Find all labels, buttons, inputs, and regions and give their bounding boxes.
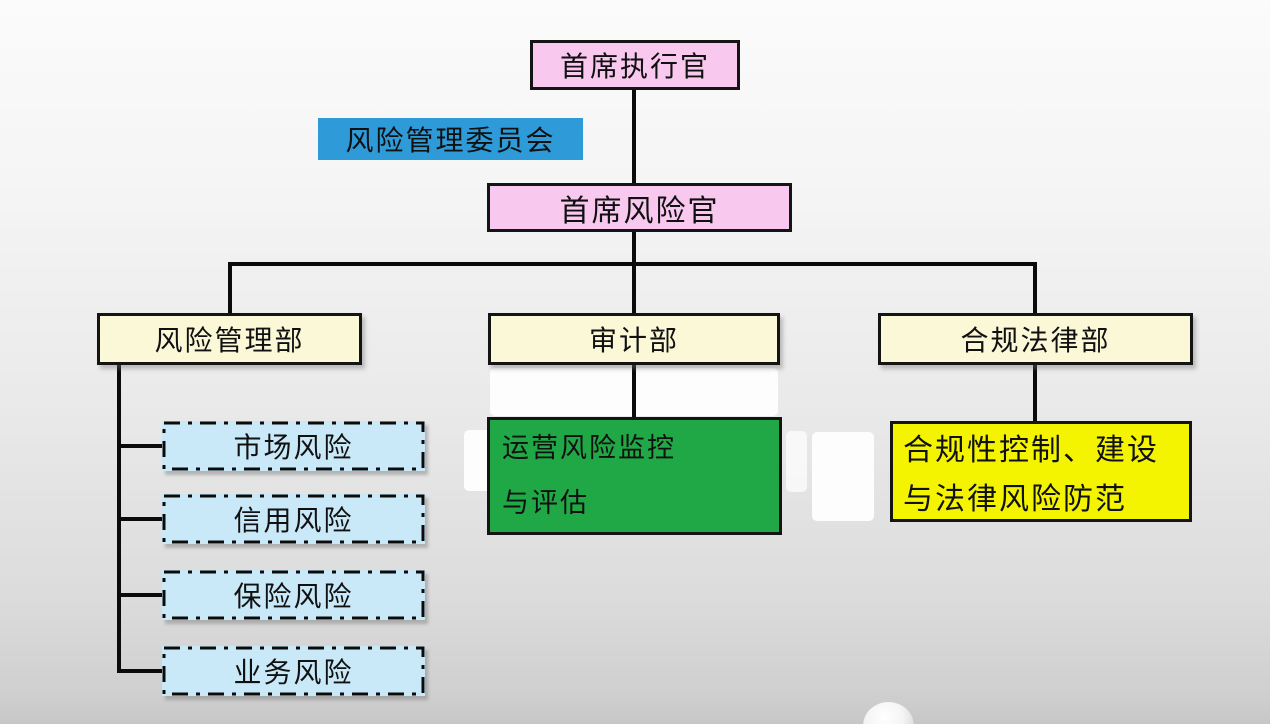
node-ceo-label: 首席执行官 <box>559 51 710 82</box>
node-audit-dept[interactable]: 审计部 <box>488 313 780 365</box>
connector-legal-child <box>1033 363 1037 423</box>
connector-cro-down <box>632 230 636 266</box>
node-market-risk[interactable]: 市场风险 <box>162 421 425 471</box>
background-artifact <box>786 431 807 492</box>
node-cro-label: 首席风险官 <box>559 194 720 228</box>
node-compliance-control[interactable]: 合规性控制、建设 与法律风险防范 <box>890 421 1192 522</box>
node-legal-dept[interactable]: 合规法律部 <box>878 313 1193 365</box>
dash-dot-border <box>162 646 425 696</box>
connector-drop-left <box>228 262 232 315</box>
node-compliance-control-line1: 合规性控制、建设 <box>903 434 1159 467</box>
node-credit-risk-label: 信用风险 <box>233 505 354 536</box>
node-ops-monitoring[interactable]: 运营风险监控 与评估 <box>487 417 782 535</box>
node-ceo[interactable]: 首席执行官 <box>530 40 740 90</box>
dash-dot-border <box>162 570 425 620</box>
dash-dot-border <box>162 494 425 544</box>
background-artifact <box>812 432 874 521</box>
node-business-risk-label: 业务风险 <box>233 657 354 688</box>
gloss-ornament <box>863 702 914 724</box>
connector-risk-stub-4 <box>117 669 164 673</box>
dash-dot-border <box>162 421 425 471</box>
node-legal-dept-label: 合规法律部 <box>960 325 1111 356</box>
node-insurance-risk-label: 保险风险 <box>233 581 354 612</box>
node-risk-dept[interactable]: 风险管理部 <box>97 313 362 365</box>
node-ops-monitoring-line1: 运营风险监控 <box>502 433 676 463</box>
connector-ceo-cro <box>632 88 636 185</box>
connector-audit-child <box>632 363 636 419</box>
node-compliance-control-line2: 与法律风险防范 <box>903 483 1127 516</box>
connector-drop-mid <box>632 262 636 315</box>
node-credit-risk[interactable]: 信用风险 <box>162 494 425 544</box>
connector-risk-stub-1 <box>117 444 164 448</box>
node-insurance-risk[interactable]: 保险风险 <box>162 570 425 620</box>
node-audit-dept-label: 审计部 <box>588 325 679 356</box>
connector-risk-stub-3 <box>117 593 164 597</box>
node-cro[interactable]: 首席风险官 <box>487 183 792 232</box>
node-business-risk[interactable]: 业务风险 <box>162 646 425 696</box>
node-market-risk-label: 市场风险 <box>233 432 354 463</box>
node-ops-monitoring-line2: 与评估 <box>502 488 589 518</box>
node-risk-dept-label: 风险管理部 <box>154 325 305 356</box>
node-risk-committee[interactable]: 风险管理委员会 <box>318 118 583 160</box>
connector-drop-right <box>1033 262 1037 315</box>
connector-risk-stub-2 <box>117 517 164 521</box>
node-risk-committee-label: 风险管理委员会 <box>345 125 556 156</box>
